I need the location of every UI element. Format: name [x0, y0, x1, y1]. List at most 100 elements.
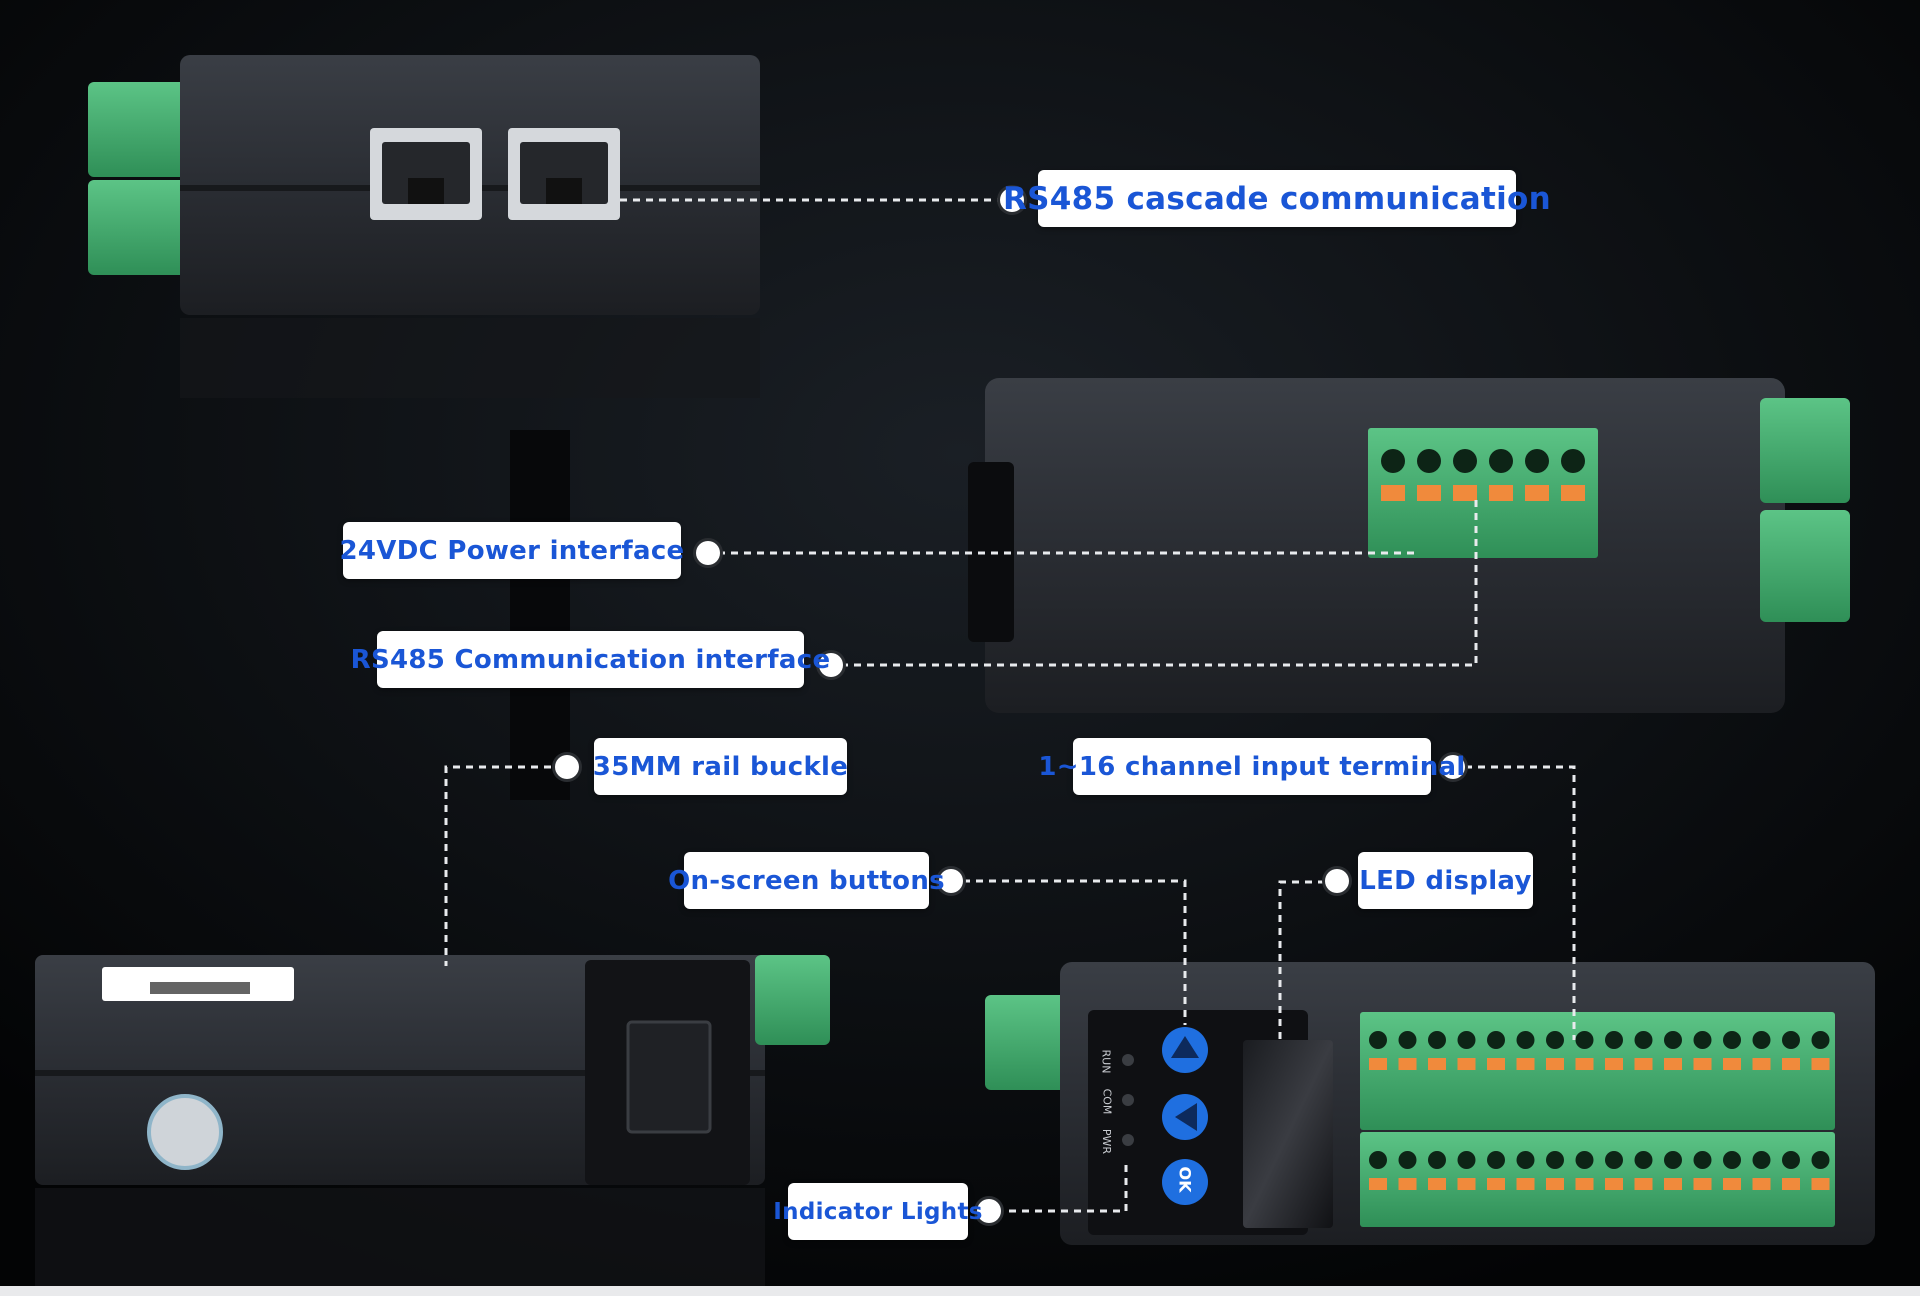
terminal-release: [1605, 1058, 1623, 1070]
side-terminal-block: [88, 82, 188, 177]
terminal-release: [1516, 1058, 1535, 1070]
ok-button-label: OK: [1175, 1166, 1195, 1193]
terminal-hole: [1634, 1031, 1653, 1049]
terminal-hole: [1575, 1031, 1594, 1049]
terminal-hole: [1782, 1151, 1800, 1169]
callout-dot: [819, 653, 843, 677]
input-terminal-row-1: [1360, 1012, 1835, 1130]
terminal-hole: [1369, 1031, 1387, 1049]
terminal-hole: [1811, 1031, 1830, 1049]
device-back-view: [35, 955, 830, 1286]
terminal-hole: [1546, 1151, 1564, 1169]
terminal-release: [1664, 1058, 1682, 1070]
terminal-hole: [1605, 1031, 1623, 1049]
callout-rs485-communication: RS485 Communication interface: [351, 631, 830, 688]
terminal-hole: [1487, 1151, 1505, 1169]
terminal-release: [1575, 1178, 1594, 1190]
callout-power-interface: 24VDC Power interface: [340, 522, 684, 579]
reflection: [35, 1188, 765, 1286]
callout-dot: [1325, 869, 1349, 893]
terminal-hole: [1723, 1031, 1741, 1049]
terminal-release: [1428, 1178, 1446, 1190]
terminal-release: [1782, 1178, 1800, 1190]
terminal-hole: [1752, 1031, 1771, 1049]
terminal-hole: [1782, 1031, 1800, 1049]
com-led: [1122, 1094, 1134, 1106]
terminal-hole: [1398, 1031, 1417, 1049]
terminal-release: [1634, 1178, 1653, 1190]
terminal-hole: [1811, 1151, 1830, 1169]
terminal-release: [1487, 1178, 1505, 1190]
side-terminal-block: [1760, 510, 1850, 622]
terminal-hole: [1664, 1151, 1682, 1169]
callout-connectors: [444, 198, 1576, 1213]
terminal-release: [1546, 1178, 1564, 1190]
terminal-release: [1752, 1058, 1771, 1070]
terminal-release: [1516, 1178, 1535, 1190]
callout-input-terminal: 1~16 channel input terminal: [1038, 738, 1465, 795]
callout-rs485-cascade: RS485 cascade communication: [1003, 170, 1551, 227]
terminal-hole: [1752, 1151, 1771, 1169]
terminal-hole: [1457, 1031, 1476, 1049]
terminal-release: [1398, 1178, 1417, 1190]
terminal-hole: [1398, 1151, 1417, 1169]
hologram-seal: [147, 1094, 223, 1170]
terminal-hole: [1516, 1031, 1535, 1049]
callout-dot: [696, 541, 720, 565]
terminal-hole: [1634, 1151, 1653, 1169]
terminal-hole: [1664, 1031, 1682, 1049]
terminal-release: [1457, 1058, 1476, 1070]
callout-dot: [1000, 188, 1024, 212]
terminal-release: [1782, 1058, 1800, 1070]
terminal-release: [1428, 1058, 1446, 1070]
terminal-hole: [1605, 1151, 1623, 1169]
terminal-release: [1664, 1178, 1682, 1190]
led-display-screen: [1243, 1040, 1333, 1228]
device-top-view: [88, 55, 760, 398]
terminal-release: [1693, 1178, 1712, 1190]
device-side-view: [510, 378, 1850, 800]
side-terminal-block: [1760, 398, 1850, 503]
terminal-release: [1723, 1178, 1741, 1190]
terminal-release: [1546, 1058, 1564, 1070]
pwr-indicator-label: PWR: [1100, 1128, 1114, 1155]
terminal-hole: [1723, 1151, 1741, 1169]
terminal-release: [1752, 1178, 1771, 1190]
terminal-release: [1693, 1058, 1712, 1070]
terminal-release: [1605, 1178, 1623, 1190]
callout-dot: [1441, 755, 1465, 779]
terminal-hole: [1575, 1151, 1594, 1169]
callout-indicator-lights: Indicator Lights: [773, 1183, 982, 1240]
terminal-release: [1487, 1058, 1505, 1070]
terminal-release: [1811, 1178, 1830, 1190]
ok-button: [1162, 1159, 1208, 1205]
callout-dot: [555, 755, 579, 779]
callout-led-display: LED display: [1358, 852, 1533, 909]
terminal-release: [1398, 1058, 1417, 1070]
terminal-release: [1369, 1058, 1387, 1070]
terminal-release: [1723, 1058, 1741, 1070]
reflection: [180, 318, 760, 398]
terminal-hole: [1428, 1031, 1446, 1049]
terminal-hole: [1693, 1151, 1712, 1169]
callout-dot: [939, 869, 963, 893]
terminal-release: [1811, 1058, 1830, 1070]
callout-rail-buckle: 35MM rail buckle: [593, 738, 848, 795]
callout-onscreen-buttons: On-screen buttons: [668, 852, 945, 909]
terminal-hole: [1693, 1031, 1712, 1049]
input-terminal-row-2: [1360, 1132, 1835, 1227]
terminal-release: [1575, 1058, 1594, 1070]
terminal-hole: [1546, 1031, 1564, 1049]
run-indicator-label: RUN: [1099, 1049, 1113, 1074]
terminal-hole: [1516, 1151, 1535, 1169]
terminal-hole: [1428, 1151, 1446, 1169]
com-indicator-label: COM: [1100, 1088, 1114, 1115]
bottom-strip: [0, 1286, 1920, 1296]
terminal-release: [1457, 1178, 1476, 1190]
callout-dot: [977, 1199, 1001, 1223]
terminal-hole: [1369, 1151, 1387, 1169]
terminal-release: [1369, 1178, 1387, 1190]
device-front-view: [985, 962, 1875, 1245]
run-led: [1122, 1054, 1134, 1066]
